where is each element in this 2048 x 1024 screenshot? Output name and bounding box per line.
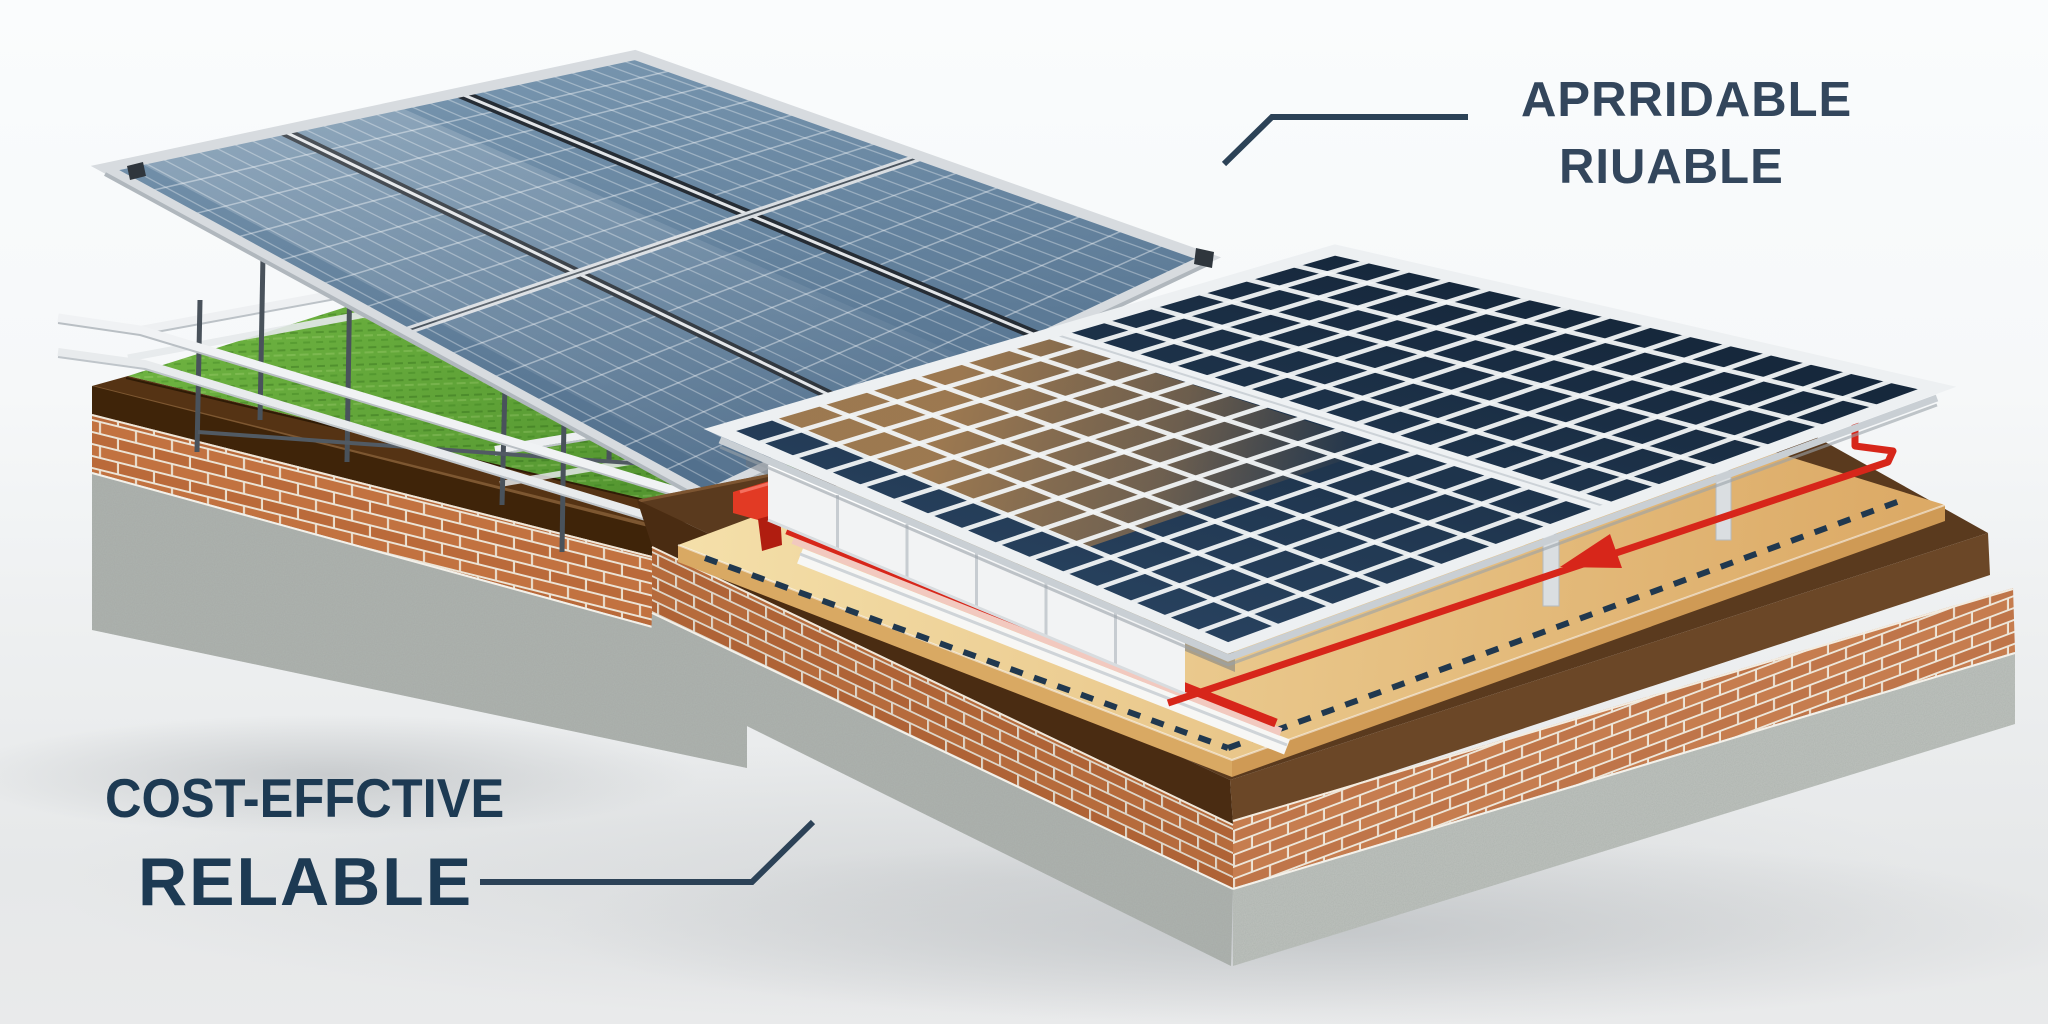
- leader-line-bottom: [480, 819, 816, 885]
- label-bottom-left-line2: RELABLE: [138, 844, 474, 920]
- right-solar-panels: [703, 244, 1957, 667]
- leader-lines: [480, 114, 1468, 885]
- label-bottom-left-line1: COST-EFFCTIVE: [105, 767, 505, 829]
- grass-railing-front: [57, 313, 777, 560]
- label-top-right-line2: RIUABLE: [1559, 140, 1784, 194]
- leader-line-top: [1221, 114, 1468, 167]
- label-top-right-line1: APRRIDABLE: [1521, 73, 1853, 127]
